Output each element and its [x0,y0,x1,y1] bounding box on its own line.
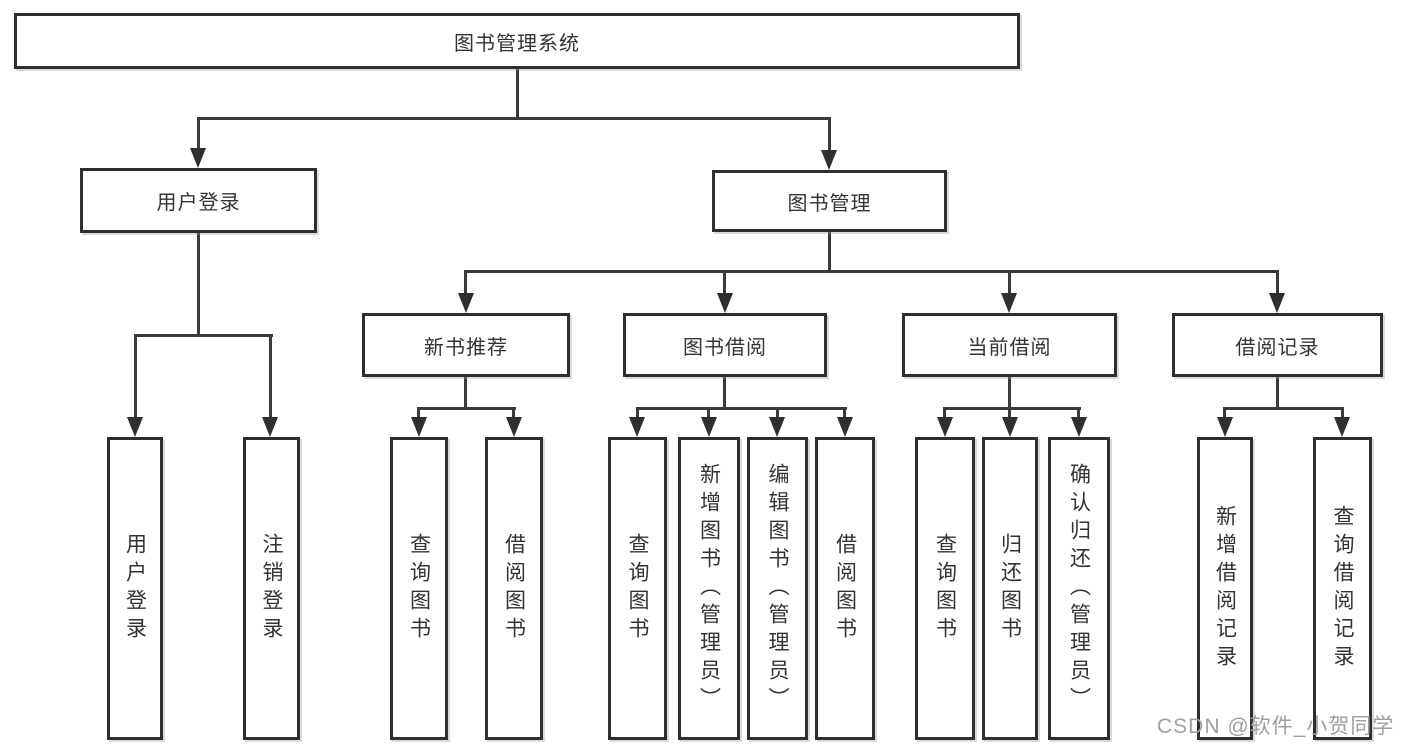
arrowhead-down [1334,417,1350,437]
connector-line [1077,407,1080,419]
connector-line [1276,377,1279,410]
connector-line [1223,407,1344,410]
connector-line [636,407,847,410]
connector-line [197,233,200,337]
node-br-query-borrow-record: 查询借阅记录 [1313,437,1372,740]
node-label: 查询图书 [407,532,431,645]
connector-line [417,407,516,410]
arrowhead-down [1217,417,1233,437]
connector-line [943,407,946,419]
connector-line [723,270,726,293]
node-current-borrowing: 当前借阅 [902,313,1117,377]
arrowhead-down [1002,417,1018,437]
node-label: 新增图书（管理员） [697,462,721,715]
arrowhead-down [190,148,206,168]
node-label: 归还图书 [998,532,1022,645]
connector-line [417,407,420,419]
node-label: 新书推荐 [424,336,508,359]
connector-line [828,232,831,273]
arrowhead-down [1269,293,1285,313]
arrowhead-down [837,417,853,437]
connector-line [723,377,726,410]
arrowhead-down [769,417,785,437]
arrowhead-down [127,417,143,437]
connector-line [464,270,1279,273]
node-cb-confirm-return-admin: 确认归还（管理员） [1048,437,1110,740]
node-label: 当前借阅 [967,336,1052,359]
connector-line [1008,377,1011,410]
arrowhead-down [458,293,474,313]
node-book-borrowing: 图书借阅 [623,313,827,377]
node-nbr-query-books: 查询图书 [390,437,448,740]
node-bb-edit-books-admin: 编辑图书（管理员） [747,437,808,740]
csdn-watermark: CSDN @软件_小贺同学 [1157,715,1395,738]
connector-line [776,407,779,419]
connector-line [464,377,467,410]
connector-line [1008,407,1011,419]
arrowhead-down [411,417,427,437]
connector-line [134,334,137,417]
node-label: 查询借阅记录 [1331,504,1354,673]
node-ul-logout: 注销登录 [243,437,300,740]
arrowhead-down [262,417,278,437]
arrowhead-down [701,417,717,437]
connector-line [512,407,515,419]
connector-line [1341,407,1344,419]
arrowhead-down [506,417,522,437]
node-new-book-recommend: 新书推荐 [362,313,570,377]
node-label: 编辑图书（管理员） [766,462,789,715]
connector-line [1276,270,1279,293]
connector-line [197,117,200,148]
connector-line [707,407,710,419]
connector-line [516,69,519,120]
node-label: 借阅记录 [1235,336,1320,359]
connector-line [943,407,1081,410]
node-label: 查询图书 [626,532,649,645]
connector-line [134,334,273,337]
node-bb-query-books: 查询图书 [608,437,667,740]
node-label: 借阅图书 [502,532,526,645]
node-nbr-borrow-books: 借阅图书 [485,437,543,740]
node-root-library-system: 图书管理系统 [14,13,1020,69]
node-label: 图书管理 [787,192,872,215]
arrowhead-down [1001,293,1017,313]
arrowhead-down [821,150,837,170]
node-cb-return-books: 归还图书 [982,437,1038,740]
node-user-login: 用户登录 [80,168,317,233]
node-book-management: 图书管理 [712,170,947,232]
node-cb-query-books: 查询图书 [915,437,975,740]
node-label: 图书借阅 [683,336,767,359]
node-label: 新增借阅记录 [1213,504,1237,673]
node-label: 确认归还（管理员） [1067,462,1091,715]
connector-line [1223,407,1226,419]
node-label: 注销登录 [260,532,283,645]
connector-line [636,407,639,419]
node-label: 借阅图书 [833,532,857,645]
connector-line [828,117,831,150]
node-label: 用户登录 [156,192,241,214]
connector-line [843,407,846,419]
node-label: 图书管理系统 [454,32,580,55]
node-br-add-borrow-record: 新增借阅记录 [1197,437,1253,740]
node-label: 用户登录 [123,532,147,645]
connector-line [269,334,272,417]
node-bb-borrow-books: 借阅图书 [815,437,875,740]
node-bb-add-books-admin: 新增图书（管理员） [678,437,740,740]
node-borrow-records: 借阅记录 [1172,313,1383,377]
arrowhead-down [937,417,953,437]
arrowhead-down [1071,417,1087,437]
connector-line [197,117,831,120]
connector-line [1008,270,1011,293]
node-label: 查询图书 [933,532,957,645]
arrowhead-down [629,417,645,437]
arrowhead-down [717,293,733,313]
connector-line [464,270,467,293]
node-ul-user-login: 用户登录 [107,437,163,740]
